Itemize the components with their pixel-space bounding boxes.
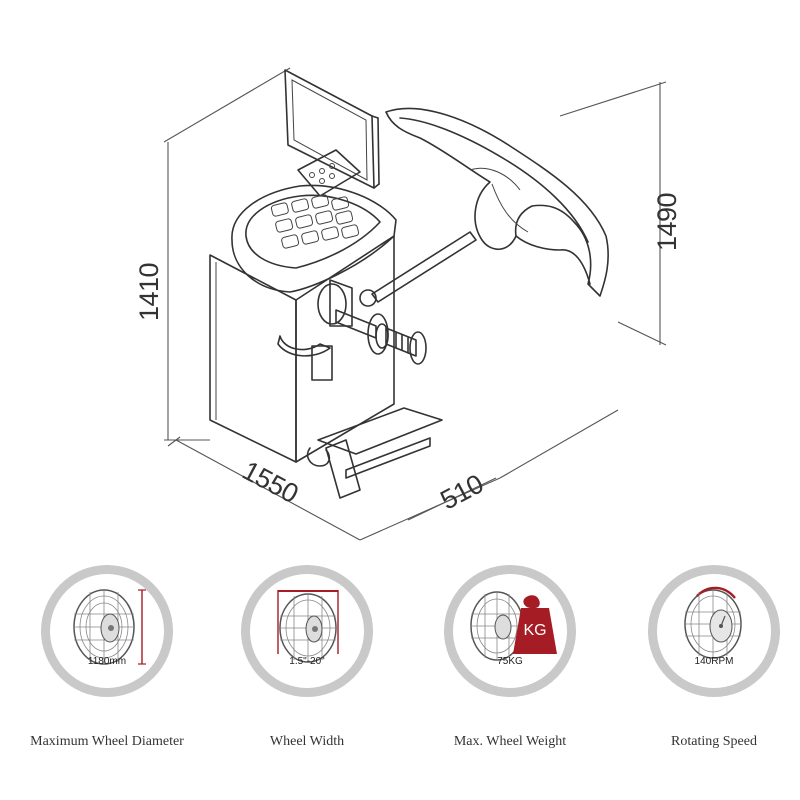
feature-ring: KG 75KG — [444, 565, 576, 697]
dimension-lines — [163, 67, 667, 541]
feature-ring: 140RPM — [648, 565, 780, 697]
dim-depth-label: 510 — [436, 469, 489, 516]
weight-badge: KG — [523, 622, 547, 639]
wheel-balancer-diagram: 1410 1490 1550 510 — [134, 67, 682, 541]
feature-caption: Max. Wheel Weight — [453, 734, 567, 749]
feature-wheel-width: 1.5"-20" Wheel Width — [205, 565, 405, 765]
tire-diameter-icon — [73, 589, 146, 665]
feature-value: 1.5"-20" — [289, 656, 325, 667]
dim-arm-height-label: 1490 — [652, 193, 682, 251]
feature-ring: 1.5"-20" — [241, 565, 373, 697]
dim-height-label: 1410 — [134, 263, 164, 321]
feature-ring: 1180mm — [41, 565, 173, 697]
feature-value: 75KG — [497, 656, 523, 667]
tire-speed-icon — [684, 586, 742, 659]
feature-caption: Maximum Wheel Diameter — [30, 734, 184, 749]
tire-width-icon — [277, 590, 339, 663]
tire-weight-icon — [470, 591, 557, 661]
feature-caption: Rotating Speed — [671, 734, 757, 749]
feature-caption: Wheel Width — [269, 734, 345, 749]
feature-wheel-weight: KG 75KG Max. Wheel Weight — [408, 565, 608, 765]
feature-value: 140RPM — [694, 656, 734, 667]
feature-wheel-diameter: 1180mm Maximum Wheel Diameter — [5, 565, 205, 765]
dim-length-label: 1550 — [238, 455, 303, 509]
feature-rotating-speed: 140RPM Rotating Speed — [612, 565, 800, 765]
feature-value: 1180mm — [87, 656, 127, 667]
balancer-machine — [209, 69, 609, 499]
